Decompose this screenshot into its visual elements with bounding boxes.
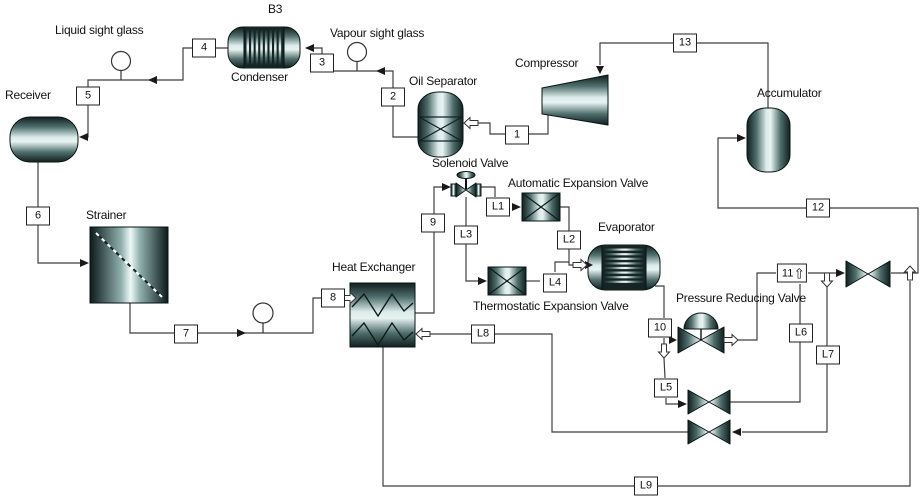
thermostatic-expansion-valve-symbol[interactable] bbox=[487, 266, 527, 296]
stream-label-7[interactable]: 7 bbox=[174, 324, 198, 344]
stream-label-L8[interactable]: L8 bbox=[471, 324, 495, 344]
compressor-symbol[interactable] bbox=[541, 74, 609, 126]
arrow-into-autovalve-icon bbox=[512, 203, 521, 211]
automatic-expansion-valve-symbol[interactable] bbox=[521, 192, 561, 222]
block-arrow-down-to-l5-icon bbox=[658, 343, 670, 359]
stream-label-L1[interactable]: L1 bbox=[486, 197, 510, 217]
pipe-prv-to-11 bbox=[738, 272, 776, 341]
block-arrow-into-oil-separator-icon bbox=[463, 117, 479, 129]
label-condenser-tag: B3 bbox=[268, 2, 283, 16]
pipe-compressor-to-oilsep bbox=[478, 113, 549, 135]
sight-glass-symbol[interactable] bbox=[252, 302, 274, 333]
pipe-solenoid-to-l3 bbox=[465, 197, 479, 282]
stream-label-12[interactable]: 12 bbox=[806, 198, 830, 218]
solenoid-valve-symbol[interactable] bbox=[450, 171, 482, 198]
label-oil-separator: Oil Separator bbox=[409, 74, 478, 88]
stream-label-L6[interactable]: L6 bbox=[789, 323, 813, 343]
arrow-vapour-line-icon bbox=[376, 67, 385, 75]
pipe-down-to-l5 bbox=[663, 357, 666, 379]
label-solenoid-valve: Solenoid Valve bbox=[432, 156, 509, 170]
pipe-l4-to-evap bbox=[554, 261, 569, 272]
oil-separator-symbol[interactable] bbox=[417, 91, 464, 158]
hand-valve-2-symbol[interactable] bbox=[687, 419, 731, 445]
pipe-hx-to-solenoid bbox=[415, 186, 443, 314]
accumulator-symbol[interactable] bbox=[746, 107, 791, 173]
hand-valve-3-symbol[interactable] bbox=[845, 260, 891, 288]
arrow-into-thermovalve-icon bbox=[478, 277, 487, 285]
pipe-accumulator-to-compressor bbox=[599, 42, 769, 108]
label-strainer: Strainer bbox=[86, 208, 127, 222]
condenser-symbol[interactable] bbox=[227, 26, 301, 69]
strainer-symbol[interactable] bbox=[89, 226, 169, 304]
stream-label-L5[interactable]: L5 bbox=[654, 378, 678, 398]
stream-label-9[interactable]: 9 bbox=[421, 213, 445, 233]
arrow-into-valve2-icon bbox=[732, 428, 741, 436]
hand-valve-1-symbol[interactable] bbox=[687, 389, 731, 415]
label-automatic-expansion-valve: Automatic Expansion Valve bbox=[508, 176, 649, 190]
pipe-solenoid-to-l1 bbox=[478, 186, 496, 197]
arrow-into-prv-icon bbox=[669, 336, 677, 344]
block-arrow-branch-down-icon bbox=[821, 272, 833, 288]
block-arrow-prv-outlet-icon bbox=[723, 334, 739, 346]
pipe-hx-to-l9-up bbox=[382, 281, 911, 487]
pipe-valve1-up-to-11 bbox=[730, 284, 801, 403]
label-compressor: Compressor bbox=[515, 56, 579, 70]
label-heat-exchanger: Heat Exchanger bbox=[332, 260, 416, 274]
arrow-liquid-line-icon bbox=[148, 76, 157, 84]
heat-exchanger-symbol[interactable] bbox=[349, 282, 416, 348]
stream-label-L3[interactable]: L3 bbox=[454, 225, 478, 245]
label-receiver: Receiver bbox=[5, 88, 51, 102]
stream-label-1[interactable]: 1 bbox=[505, 125, 529, 145]
pipe-l5-to-valve1 bbox=[665, 398, 679, 405]
label-pressure-reducing-valve: Pressure Reducing Valve bbox=[676, 291, 806, 305]
label-vapour-sight-glass: Vapour sight glass bbox=[330, 26, 425, 40]
stream-label-8[interactable]: 8 bbox=[321, 288, 345, 308]
stream-label-3[interactable]: 3 bbox=[310, 53, 334, 73]
arrow-into-compressor-icon bbox=[596, 66, 604, 74]
arrow-into-evaporator-icon bbox=[585, 261, 593, 269]
pipe-branch-to-valve2 bbox=[742, 281, 828, 433]
arrow-into-valve3-icon bbox=[836, 269, 845, 277]
arrow-into-strainer-icon bbox=[80, 259, 89, 267]
stream-label-L4[interactable]: L4 bbox=[543, 273, 567, 293]
flow-up-arrow-icon: ⇧ bbox=[793, 265, 806, 282]
stream-label-4[interactable]: 4 bbox=[192, 38, 216, 58]
stream-label-10[interactable]: 10 bbox=[648, 318, 672, 338]
stream-label-L9[interactable]: L9 bbox=[634, 476, 658, 496]
label-liquid-sight-glass: Liquid sight glass bbox=[55, 23, 144, 37]
pressure-reducing-valve-symbol[interactable] bbox=[677, 312, 725, 354]
label-accumulator: Accumulator bbox=[757, 86, 822, 100]
arrow-into-solenoid-icon bbox=[442, 183, 451, 191]
stream-label-6[interactable]: 6 bbox=[26, 206, 50, 226]
stream-label-13[interactable]: 13 bbox=[673, 33, 697, 53]
liquid-sight-glass-symbol[interactable] bbox=[110, 50, 132, 81]
stream-label-11[interactable]: 11⇧ bbox=[776, 263, 808, 283]
block-arrow-into-evaporator-icon bbox=[572, 259, 588, 271]
pipe-valve2-to-hx bbox=[430, 333, 688, 433]
receiver-symbol[interactable] bbox=[9, 116, 79, 163]
arrow-liquid-line-2-icon bbox=[237, 329, 246, 337]
stream-label-11-text: 11 bbox=[781, 267, 794, 279]
label-condenser: Condenser bbox=[231, 70, 288, 84]
evaporator-symbol[interactable] bbox=[587, 244, 661, 291]
label-thermostatic-expansion-valve: Thermostatic Expansion Valve bbox=[473, 299, 629, 313]
flow-arrowheads bbox=[79, 44, 845, 436]
arrow-into-valve1-icon bbox=[678, 400, 687, 408]
arrow-into-condenser-icon bbox=[305, 44, 314, 52]
label-evaporator: Evaporator bbox=[598, 220, 655, 234]
arrow-into-receiver-icon bbox=[79, 133, 88, 141]
stream-label-2[interactable]: 2 bbox=[381, 87, 405, 107]
arrow-into-accumulator-icon bbox=[737, 134, 746, 142]
stream-label-L7[interactable]: L7 bbox=[816, 345, 840, 365]
vapour-sight-glass-symbol[interactable] bbox=[346, 41, 368, 72]
pipe-evap-to-10 bbox=[655, 285, 665, 318]
stream-label-5[interactable]: 5 bbox=[76, 86, 100, 106]
pipe-receiver-to-strainer bbox=[37, 162, 87, 264]
stream-label-L2[interactable]: L2 bbox=[557, 230, 581, 250]
pipe-condenser-to-receiver bbox=[81, 47, 228, 138]
block-arrow-into-hx-right-icon bbox=[415, 328, 431, 340]
